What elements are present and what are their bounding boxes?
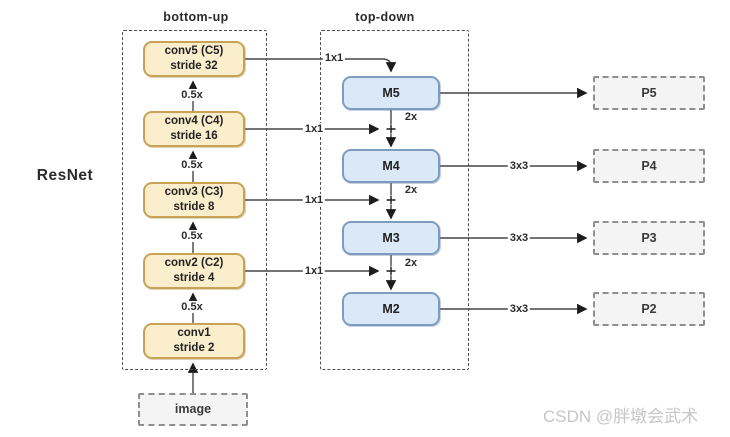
p2-block: P2 <box>593 292 705 326</box>
conv4-block: conv4 (C4) stride 16 <box>143 111 245 147</box>
bottom-up-title: bottom-up <box>163 10 229 24</box>
conv2-name: conv2 (C2) <box>164 257 224 270</box>
conv5-stride: stride 32 <box>170 60 218 72</box>
m3-label: M3 <box>382 230 400 245</box>
conv3-stride: stride 8 <box>173 201 215 213</box>
conv5-name: conv5 (C5) <box>164 45 224 58</box>
p3-label: P3 <box>641 230 657 245</box>
p3-block: P3 <box>593 221 705 255</box>
upsample-label-2: 2x <box>404 183 418 196</box>
m2-block: M2 <box>342 292 440 326</box>
scale-label-1: 0.5x <box>179 88 205 102</box>
conv4-stride: stride 16 <box>170 130 218 142</box>
image-label: image <box>174 402 212 417</box>
m5-label: M5 <box>382 85 400 100</box>
conv3-name: conv3 (C3) <box>164 186 224 199</box>
conv4-name: conv4 (C4) <box>164 115 224 128</box>
top-down-title: top-down <box>355 10 415 24</box>
scale-label-2: 0.5x <box>179 158 205 172</box>
conv2-stride: stride 4 <box>173 272 215 284</box>
p4-label: P4 <box>641 158 657 173</box>
output-conv-label-p4: 3x3 <box>507 159 531 173</box>
scale-label-3: 0.5x <box>179 229 205 243</box>
m2-label: M2 <box>382 301 400 316</box>
lateral-label-c5: 1x1 <box>322 51 346 65</box>
lateral-label-c4: 1x1 <box>302 122 326 136</box>
output-conv-label-p3: 3x3 <box>507 231 531 245</box>
m4-block: M4 <box>342 149 440 183</box>
lateral-label-c2: 1x1 <box>302 264 326 278</box>
upsample-label-1: 2x <box>404 110 418 123</box>
conv1-stride: stride 2 <box>173 342 215 354</box>
output-conv-label-p2: 3x3 <box>507 302 531 316</box>
m5-block: M5 <box>342 76 440 110</box>
p4-block: P4 <box>593 149 705 183</box>
m3-block: M3 <box>342 221 440 255</box>
scale-label-4: 0.5x <box>179 300 205 314</box>
lateral-label-c3: 1x1 <box>302 193 326 207</box>
conv2-block: conv2 (C2) stride 4 <box>143 253 245 289</box>
p5-block: P5 <box>593 76 705 110</box>
bottom-up-container <box>122 30 267 370</box>
resnet-label: ResNet <box>36 167 94 184</box>
upsample-label-3: 2x <box>404 256 418 269</box>
conv1-name: conv1 <box>177 327 211 340</box>
conv1-block: conv1 stride 2 <box>143 323 245 359</box>
p5-label: P5 <box>641 85 657 100</box>
conv3-block: conv3 (C3) stride 8 <box>143 182 245 218</box>
conv5-block: conv5 (C5) stride 32 <box>143 41 245 77</box>
watermark-text: CSDN @胖墩会武术 <box>543 407 699 426</box>
m4-label: M4 <box>382 158 400 173</box>
image-input-block: image <box>138 393 248 426</box>
p2-label: P2 <box>641 301 657 316</box>
